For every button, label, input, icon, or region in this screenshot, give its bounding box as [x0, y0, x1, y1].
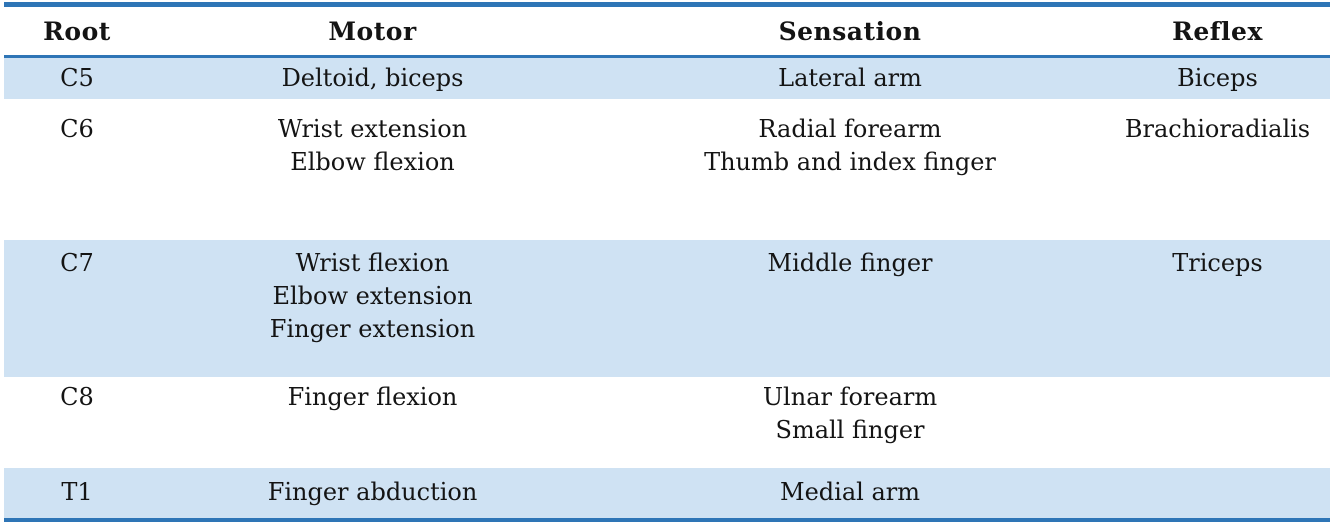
column-header-root: Root: [4, 4, 150, 58]
cell-c6-reflex: Brachioradialis: [1124, 114, 1311, 143]
cell-t1-reflex: [1105, 468, 1330, 520]
cell-c5-sensation: Lateral arm: [778, 63, 922, 92]
cell-t1-sensation: Medial arm: [780, 478, 920, 506]
cell-c5-reflex: Biceps: [1177, 63, 1258, 92]
cell-c6-motor: Wrist extension Elbow flexion: [277, 114, 468, 176]
table-row-c8: C8 Finger flexion Ulnar forearm Small fi…: [4, 377, 1330, 468]
cell-c6-sensation: Radial forearm Thumb and index finger: [704, 114, 996, 176]
cell-c5-root: C5: [60, 63, 94, 92]
table-row-c7: C7 Wrist flexion Elbow extension Finger …: [4, 239, 1330, 377]
cell-t1-motor: Finger abduction: [267, 478, 478, 506]
cell-c8-motor: Finger flexion: [287, 382, 458, 411]
cell-c7-motor: Wrist flexion Elbow extension Finger ext…: [269, 248, 476, 343]
table-header: Root Motor Sensation Reflex: [4, 4, 1330, 58]
cell-c7-root: C7: [60, 248, 94, 277]
table-row-c6: C6 Wrist extension Elbow flexion Radial …: [4, 99, 1330, 240]
cell-t1-root: T1: [61, 478, 93, 506]
header-row: Root Motor Sensation Reflex: [4, 4, 1330, 58]
cell-c6-root: C6: [60, 114, 94, 143]
table-row-c5: C5 Deltoid, biceps Lateral arm Biceps: [4, 56, 1330, 99]
cell-c8-reflex: [1105, 377, 1330, 468]
cell-c8-root: C8: [60, 382, 94, 411]
nerve-root-table: Root Motor Sensation Reflex C5 Deltoid, …: [4, 2, 1330, 522]
table-row-t1: T1 Finger abduction Medial arm: [4, 467, 1330, 520]
cell-c7-sensation: Middle finger: [767, 248, 933, 277]
column-header-motor: Motor: [150, 4, 595, 58]
cell-c5-motor: Deltoid, biceps: [281, 63, 464, 92]
column-header-reflex: Reflex: [1105, 4, 1330, 58]
cell-c7-reflex: Triceps: [1172, 248, 1263, 277]
cell-c8-sensation: Ulnar forearm Small finger: [762, 382, 938, 444]
table-body: C5 Deltoid, biceps Lateral arm Biceps C6…: [4, 56, 1330, 520]
column-header-sensation: Sensation: [595, 4, 1105, 58]
